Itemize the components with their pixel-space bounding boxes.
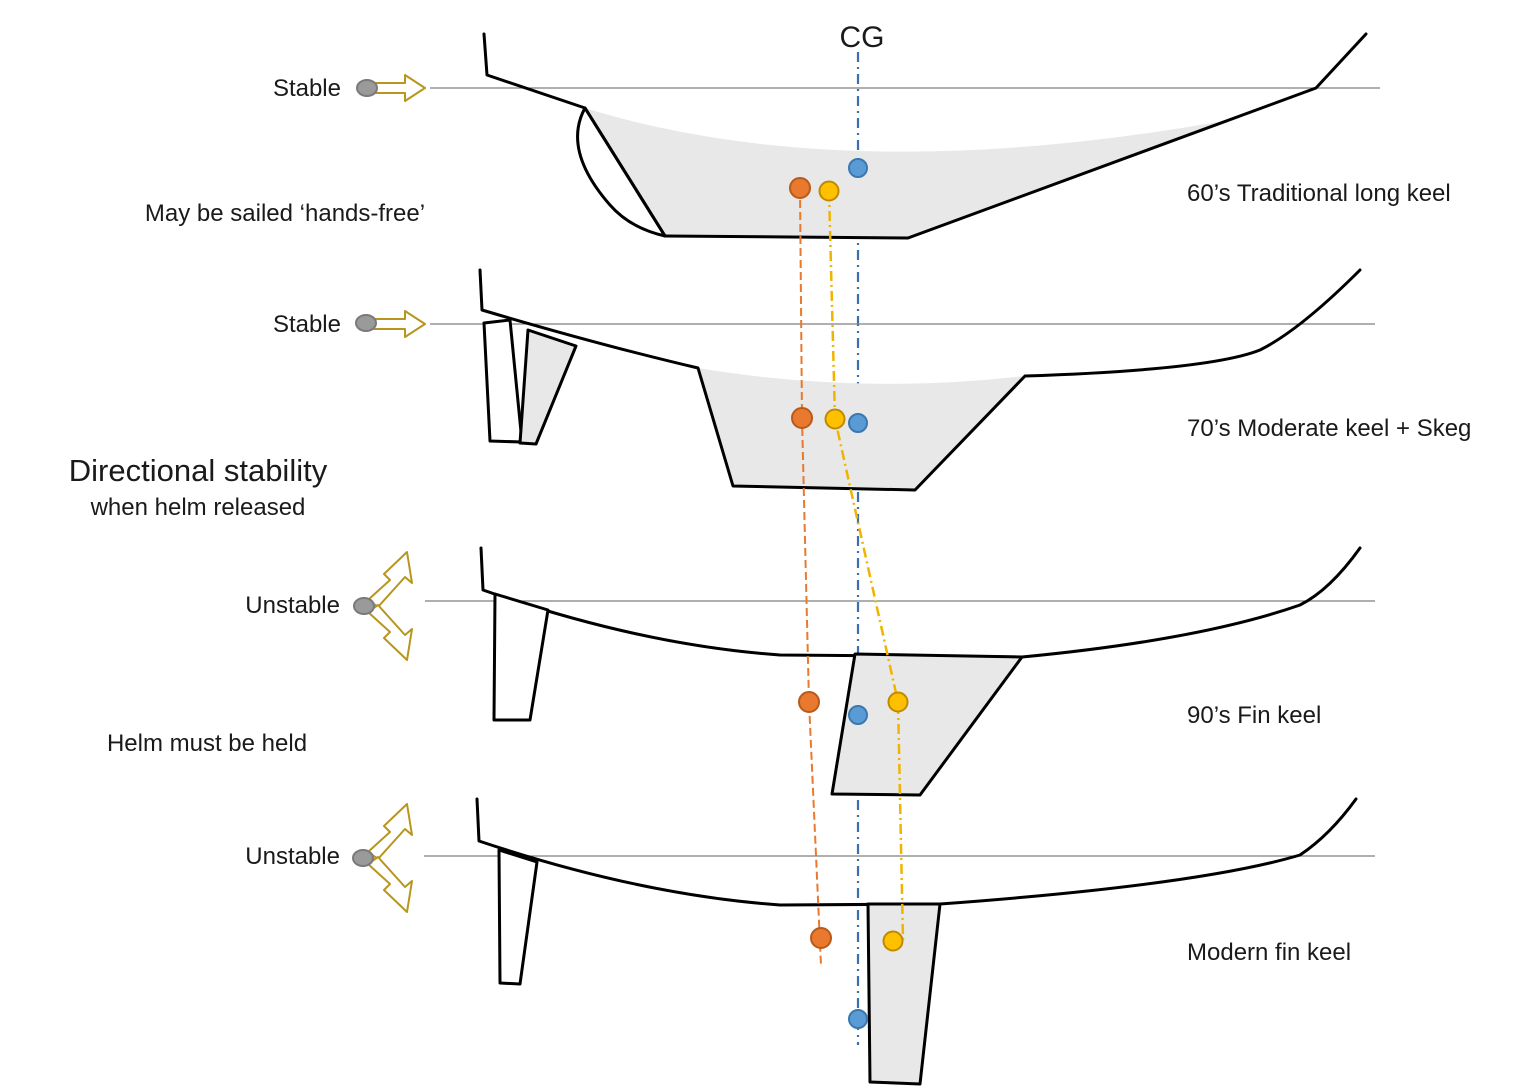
- arrow-up-right-icon: [367, 551, 413, 608]
- ball-icon: [355, 314, 377, 332]
- era-label-3: 90’s Fin keel: [1187, 702, 1321, 729]
- cg-dot: [848, 705, 868, 725]
- stable-indicator-1: [356, 74, 426, 102]
- skeg: [518, 328, 578, 446]
- hull-outline: [475, 797, 1358, 907]
- underwater-area: [585, 108, 1240, 238]
- orange-dot: [810, 927, 832, 949]
- diagram-title: Directional stability: [69, 453, 328, 488]
- yellow-trend-line: [827, 190, 905, 941]
- arrow-right-icon: [373, 310, 426, 338]
- fin-keel: [830, 652, 1024, 797]
- cg-dot: [848, 413, 868, 433]
- yellow-dot: [887, 691, 909, 713]
- hull-keel-bow: [663, 32, 1368, 240]
- cg-dot: [848, 1009, 868, 1029]
- arrow-down-right-icon: [367, 604, 413, 661]
- era-label-4: Modern fin keel: [1187, 939, 1351, 966]
- stability-label-2: Stable: [273, 311, 341, 338]
- ball-icon: [352, 849, 374, 867]
- ball-icon: [353, 597, 375, 615]
- stability-label-4: Unstable: [245, 843, 340, 870]
- stable-indicator-2: [355, 310, 426, 338]
- hull-outline: [479, 546, 1362, 659]
- rudder: [492, 592, 550, 722]
- hull-90s-fin-keel: [425, 546, 1375, 797]
- note-label-3: Helm must be held: [107, 730, 307, 757]
- yellow-dot: [818, 180, 840, 202]
- cg-label: CG: [840, 21, 885, 54]
- arrow-right-icon: [375, 74, 426, 102]
- hull-modern-fin-keel: [424, 797, 1375, 1086]
- unstable-indicator-3: [353, 551, 413, 661]
- rudder: [497, 848, 539, 986]
- unstable-indicator-4: [352, 803, 413, 913]
- hull-stern: [482, 32, 587, 110]
- era-label-1: 60’s Traditional long keel: [1187, 180, 1451, 207]
- arrow-up-right-icon: [367, 803, 413, 860]
- rudder: [576, 106, 667, 238]
- arrow-down-right-icon: [367, 856, 413, 913]
- center-dots: [789, 158, 909, 1029]
- ball-icon: [356, 79, 378, 97]
- note-label-1: May be sailed ‘hands-free’: [145, 200, 425, 227]
- rudder: [482, 318, 524, 444]
- fin-keel: [866, 902, 942, 1086]
- stability-label-1: Stable: [273, 75, 341, 102]
- hull-60s-long-keel: [430, 32, 1380, 240]
- orange-dot: [789, 177, 811, 199]
- orange-trend-line: [799, 187, 822, 966]
- diagram-subtitle: when helm released: [90, 494, 306, 521]
- orange-dot: [798, 691, 820, 713]
- cg-dot: [848, 158, 868, 178]
- yellow-dot: [824, 408, 846, 430]
- hull-70s-moderate-keel: [430, 268, 1375, 492]
- orange-dot: [791, 407, 813, 429]
- stability-label-3: Unstable: [245, 592, 340, 619]
- yellow-dot: [882, 930, 904, 952]
- hull-outline: [478, 268, 1362, 492]
- era-label-2: 70’s Moderate keel + Skeg: [1187, 415, 1471, 442]
